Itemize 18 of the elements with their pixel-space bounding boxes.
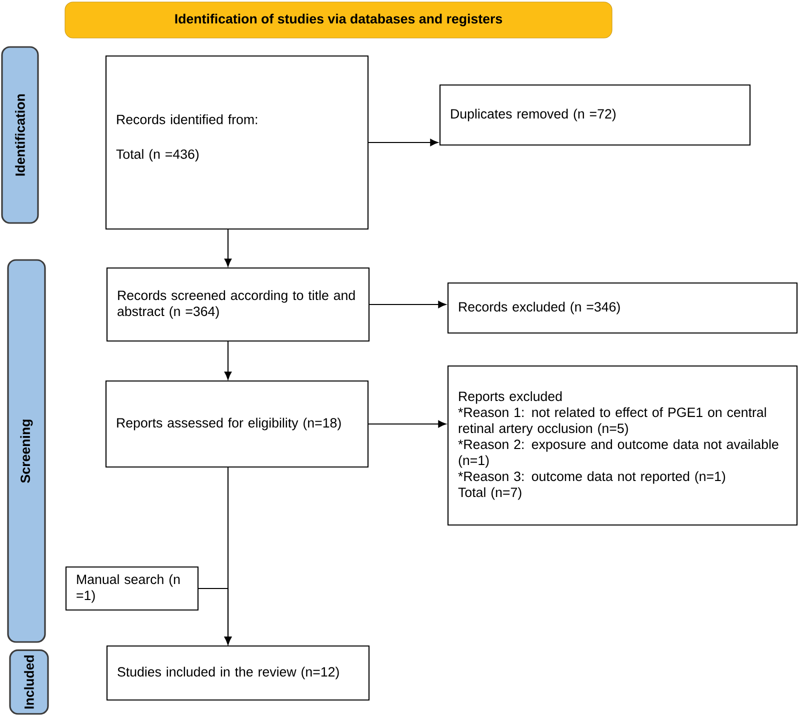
phase-label: Screening: [7, 259, 46, 643]
arrow: [198, 588, 232, 645]
process-box: Records identified from: Total (n =436): [105, 55, 369, 230]
process-box: Reports excluded *Reason 1: not related to effect of PGE1 on central retinal artery occlusion (n=5) *Reason 2: exposure and outcome data not available (n=1) *Reason 3: outcome data not reported (n=1) Total (n=7): [447, 365, 798, 526]
process-box: Reports assessed for eligibility (n=18): [105, 380, 369, 468]
arrow: [224, 229, 232, 267]
process-box: Records screened according to title and abstract (n =364): [106, 267, 370, 342]
phase-label: Identification: [1, 46, 39, 224]
phase-label: Included: [9, 649, 49, 715]
process-box: Records excluded (n =346): [447, 282, 798, 334]
arrow: [368, 138, 438, 146]
arrow: [368, 420, 446, 428]
process-box: Studies included in the review (n=12): [106, 645, 370, 701]
process-box: Duplicates removed (n =72): [439, 84, 751, 146]
arrow: [370, 300, 446, 308]
section-banner: Identification of studies via databases and registers: [64, 2, 612, 38]
arrow: [224, 341, 232, 380]
process-box: Manual search (n =1): [65, 566, 199, 611]
